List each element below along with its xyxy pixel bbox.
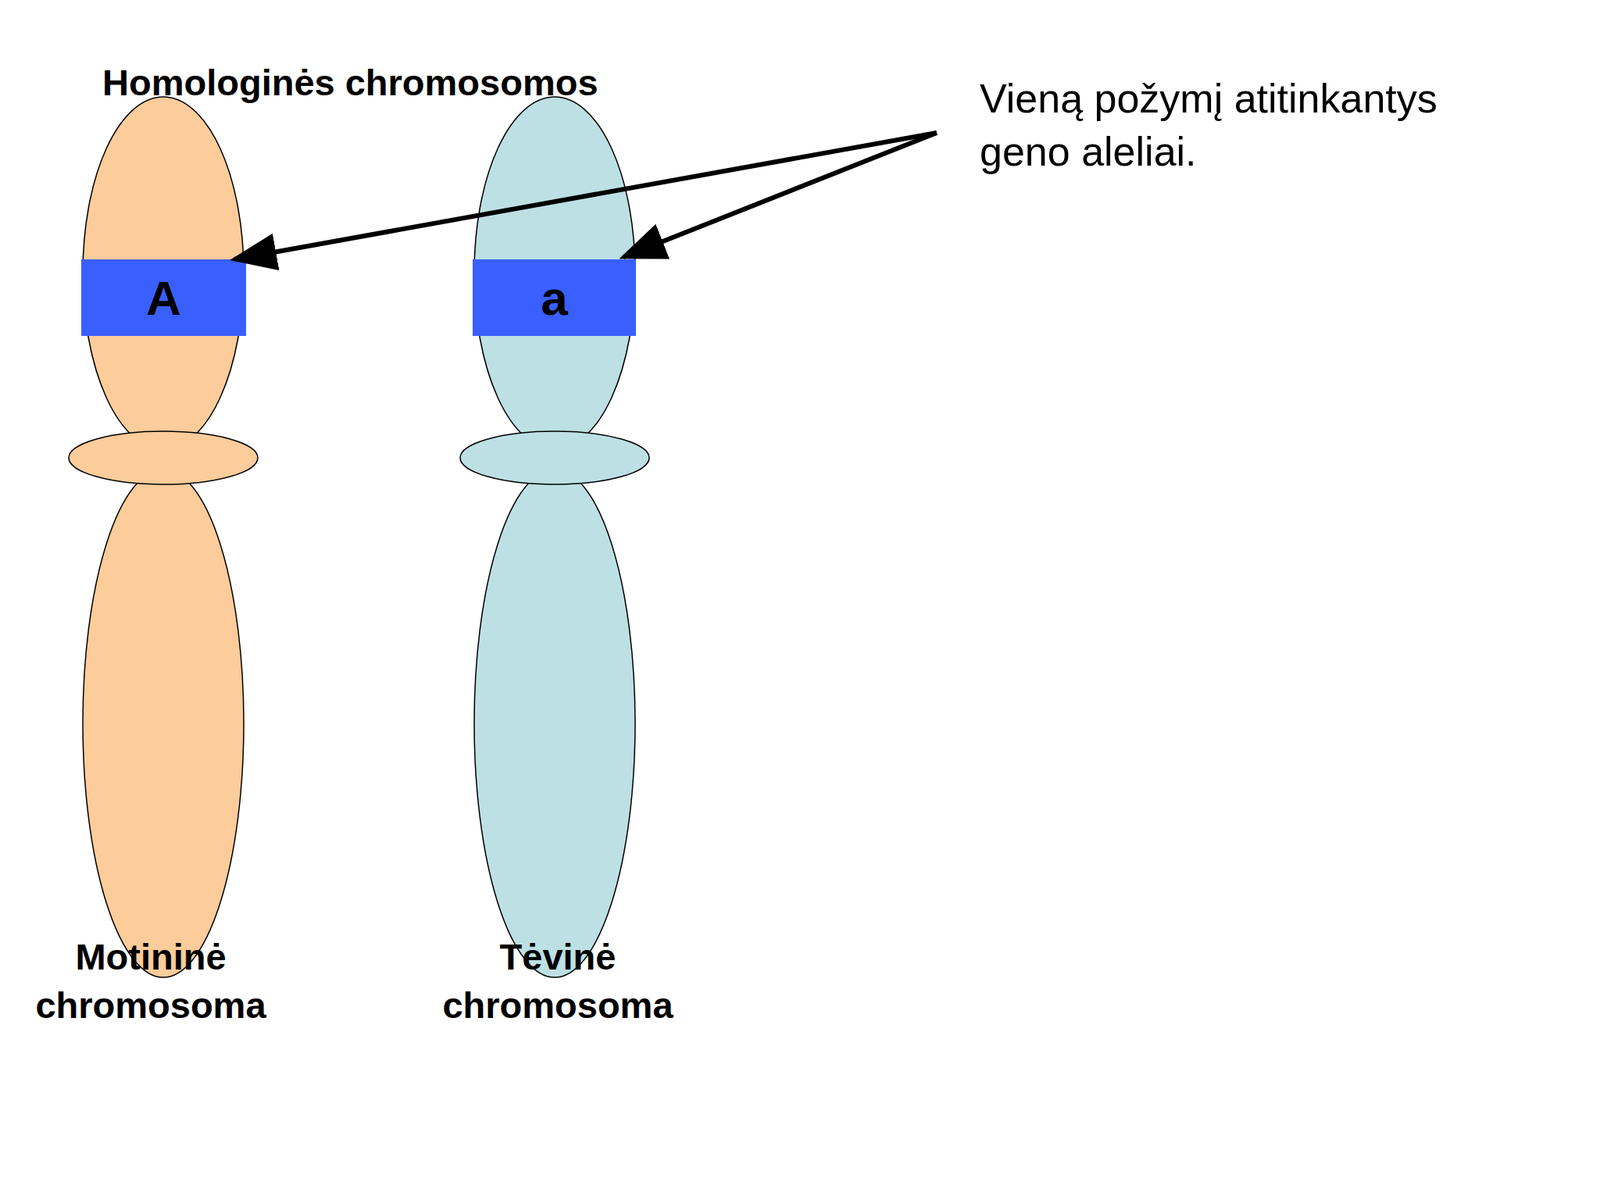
allele-letter: A xyxy=(146,270,182,326)
callout-text: Vieną požymį atitinkantys geno aleliai. xyxy=(979,71,1511,179)
leader-arrow xyxy=(234,132,937,260)
centromere xyxy=(460,431,650,485)
chromosome-label: Motininė chromosoma xyxy=(28,932,274,1030)
chromosome-shape xyxy=(67,93,260,981)
chromosome-shape xyxy=(458,93,651,981)
chromosome: Motininė chromosomaA xyxy=(67,93,260,981)
allele-letter: a xyxy=(540,270,568,326)
chromosome: Tėvinė chromosomaa xyxy=(458,93,651,981)
leader-arrow xyxy=(623,132,937,258)
chromosome-label: Tėvinė chromosoma xyxy=(435,932,681,1030)
allele-band: A xyxy=(81,259,247,336)
allele-band: a xyxy=(472,259,636,336)
chromosome-arm xyxy=(82,469,244,978)
chromosome-arm xyxy=(474,469,636,978)
centromere xyxy=(68,431,258,485)
diagram-title: Homologinės chromosomos xyxy=(102,60,599,104)
